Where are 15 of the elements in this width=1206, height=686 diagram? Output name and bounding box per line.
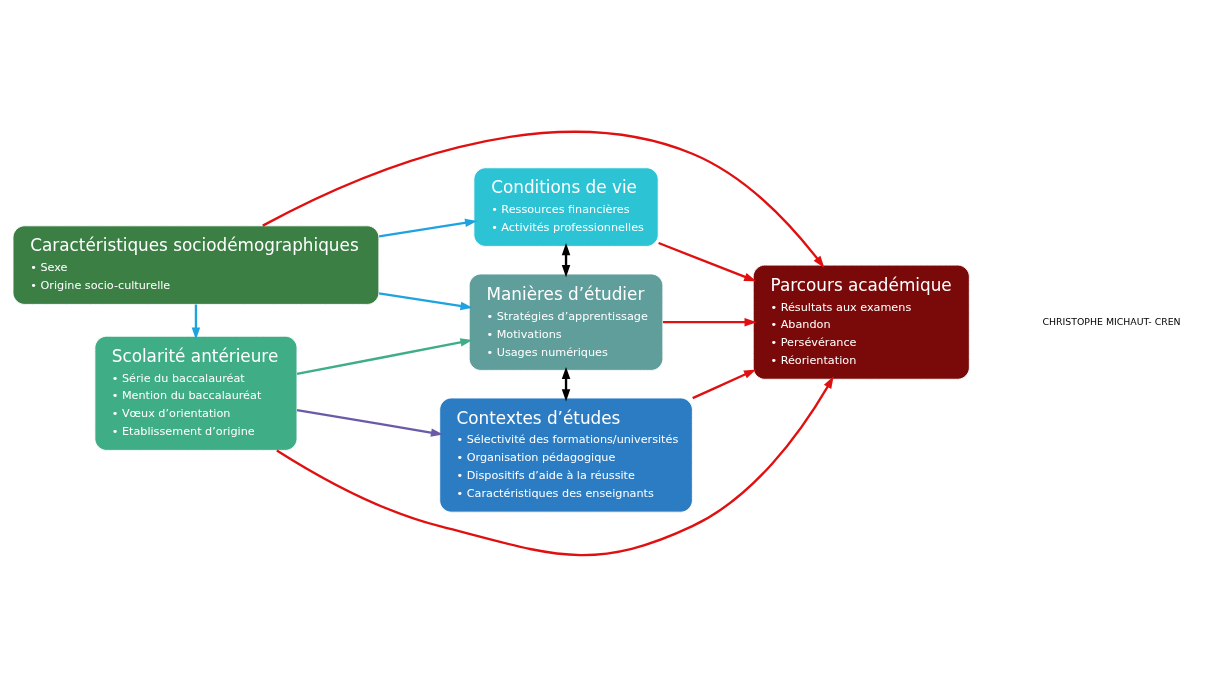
arrow	[378, 291, 473, 310]
node-box: Conditions de vie • Ressources financières • Activités professionnelles	[473, 166, 659, 247]
node-box: Contextes d’études • Sélectivité des formations/universités • Organisation pédagogique • Dispositifs d’aide à la réussite • Caractéristiques des enseignants	[439, 397, 693, 513]
arrow	[296, 408, 444, 437]
node-box: Parcours académique • Résultats aux examens • Abandon • Persévérance • Réorientation	[752, 264, 970, 380]
arrow	[378, 218, 478, 238]
label: CHRISTOPHE MICHAUT- CREN	[1042, 315, 1181, 327]
node-box: Scolarité antérieure • Série du baccalauréat • Mention du baccalauréat • Vœux d’orientation • Etablissement d’origine	[94, 335, 298, 451]
arrow	[692, 368, 757, 399]
arrow	[658, 241, 757, 281]
arrow	[296, 337, 473, 375]
arrow	[663, 317, 757, 326]
arrow	[191, 304, 201, 340]
node-box: Caractéristiques sociodémographiques • Sexe • Origine socio-culturelle	[12, 224, 380, 305]
node-box: Manières d’étudier • Stratégies d’apprentissage • Motivations • Usages numériques	[468, 273, 664, 371]
